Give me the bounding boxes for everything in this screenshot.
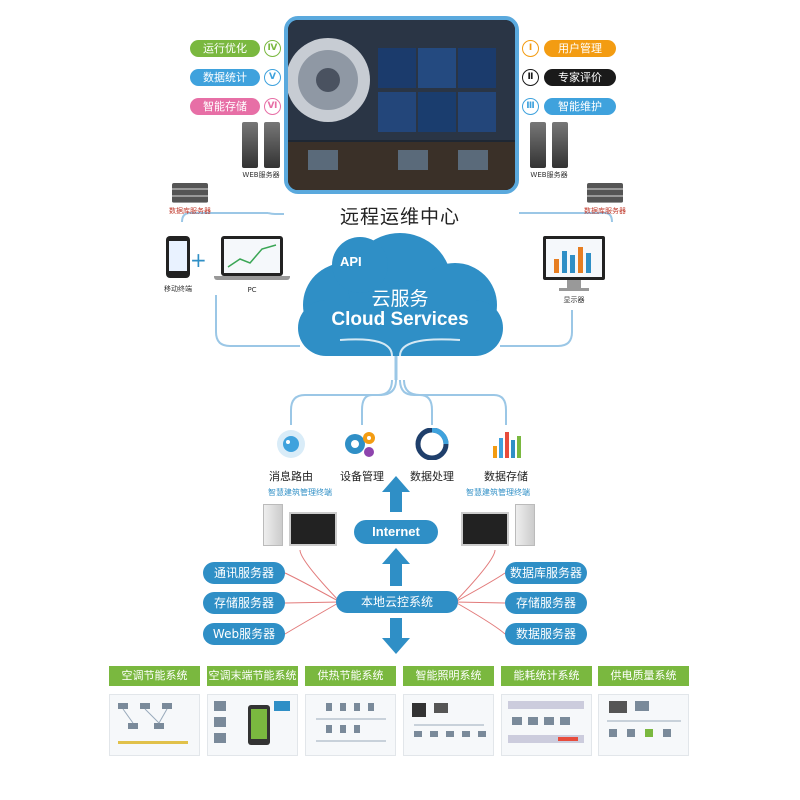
terminal-label: 智慧建筑管理终端 — [268, 488, 332, 497]
plus-sign: + — [190, 248, 207, 272]
feature-label: 专家评价 — [544, 69, 616, 86]
left-management-terminal: 智慧建筑管理终端 — [250, 487, 350, 546]
system-diagram-image — [598, 694, 689, 756]
feature-number: Ⅲ — [522, 98, 539, 115]
feature-number: Ⅴ — [264, 69, 281, 86]
feature-label: 用户管理 — [544, 40, 616, 57]
data-process-icon — [415, 427, 449, 461]
feature-item: 运行优化 Ⅳ — [190, 40, 282, 60]
system-diagram-image — [403, 694, 494, 756]
system-title: 供热节能系统 — [305, 666, 396, 686]
monitoring-center-photo — [284, 16, 519, 194]
cloud-title-en: Cloud Services — [331, 309, 469, 330]
mobile-terminal: 移动终端 — [158, 236, 198, 294]
phone-icon — [166, 236, 190, 278]
system-diagram-image — [207, 694, 298, 756]
display-label: 显示器 — [563, 296, 585, 304]
local-cloud-control-system: 本地云控系统 — [336, 591, 458, 613]
system-heating-energy: 供热节能系统 — [305, 666, 396, 756]
rack-server-icon — [587, 183, 623, 203]
rack-server-icon — [172, 183, 208, 203]
pc-terminal: PC — [214, 236, 290, 294]
server-tower-icon — [242, 122, 258, 168]
left-db-server: 数据库服务器 — [160, 183, 220, 216]
function-device-management: 设备管理 — [327, 428, 397, 484]
left-feature-list: 运行优化 Ⅳ 数据统计 Ⅴ 智能存储 Ⅵ — [190, 40, 282, 118]
feature-label: 数据统计 — [190, 69, 260, 86]
function-label: 消息路由 — [269, 470, 313, 483]
feature-label: 运行优化 — [190, 40, 260, 57]
api-label: API — [340, 254, 362, 269]
pc-tower-icon — [515, 504, 535, 546]
feature-item: 智能存储 Ⅵ — [190, 98, 282, 118]
pc-monitor-icon — [289, 512, 337, 546]
system-hvac-energy: 空调节能系统 — [109, 666, 200, 756]
system-title: 空调节能系统 — [109, 666, 200, 686]
system-diagram-image — [501, 694, 592, 756]
feature-number: Ⅱ — [522, 69, 539, 86]
left-server-1: 通讯服务器 — [203, 562, 285, 584]
feature-label: 智能存储 — [190, 98, 260, 115]
system-diagram-image — [305, 694, 396, 756]
right-server-3: 数据服务器 — [505, 623, 587, 645]
right-web-server: WEB服务器 — [524, 122, 574, 180]
function-data-storage: 数据存储 — [471, 428, 541, 484]
system-diagram-image — [109, 694, 200, 756]
function-label: 设备管理 — [340, 470, 384, 483]
left-web-server: WEB服务器 — [236, 122, 286, 180]
system-title: 空调末端节能系统 — [207, 666, 298, 686]
display-terminal: 显示器 — [541, 236, 607, 305]
pc-tower-icon — [263, 504, 283, 546]
terminal-label: 智慧建筑管理终端 — [466, 488, 530, 497]
system-title: 智能照明系统 — [403, 666, 494, 686]
feature-number: Ⅰ — [522, 40, 539, 57]
pc-monitor-icon — [461, 512, 509, 546]
cloud-shape — [298, 233, 503, 356]
right-management-terminal: 智慧建筑管理终端 — [448, 487, 548, 546]
web-server-label: WEB服务器 — [242, 171, 280, 179]
server-tower-icon — [264, 122, 280, 168]
server-tower-icon — [552, 122, 568, 168]
server-tower-icon — [530, 122, 546, 168]
db-server-label: 数据库服务器 — [584, 207, 626, 215]
feature-number: Ⅳ — [264, 40, 281, 57]
right-db-server: 数据库服务器 — [575, 183, 635, 216]
internet-box: Internet — [354, 520, 438, 544]
left-server-3: Web服务器 — [203, 623, 285, 645]
function-data-processing: 数据处理 — [397, 427, 467, 484]
message-route-icon — [277, 430, 305, 458]
db-server-label: 数据库服务器 — [169, 207, 211, 215]
system-hvac-terminal-energy: 空调末端节能系统 — [207, 666, 298, 756]
web-server-label: WEB服务器 — [530, 171, 568, 179]
feature-item: Ⅲ 智能维护 — [522, 98, 618, 118]
function-message-route: 消息路由 — [256, 428, 326, 484]
monitor-icon — [543, 236, 605, 280]
feature-item: 数据统计 Ⅴ — [190, 69, 282, 89]
system-title: 供电质量系统 — [598, 666, 689, 686]
cloud-title-zh: 云服务 — [371, 288, 429, 310]
feature-item: Ⅰ 用户管理 — [522, 40, 618, 60]
center-title: 远程运维中心 — [339, 206, 460, 228]
gear-icon — [345, 432, 375, 457]
function-label: 数据存储 — [484, 470, 528, 483]
mobile-terminal-label: 移动终端 — [164, 285, 192, 293]
system-smart-lighting: 智能照明系统 — [403, 666, 494, 756]
laptop-icon — [221, 236, 283, 276]
system-power-quality: 供电质量系统 — [598, 666, 689, 756]
system-title: 能耗统计系统 — [501, 666, 592, 686]
right-server-2: 存储服务器 — [505, 592, 587, 614]
right-feature-list: Ⅰ 用户管理 Ⅱ 专家评价 Ⅲ 智能维护 — [522, 40, 618, 118]
feature-item: Ⅱ 专家评价 — [522, 69, 618, 89]
left-server-2: 存储服务器 — [203, 592, 285, 614]
system-energy-statistics: 能耗统计系统 — [501, 666, 592, 756]
feature-number: Ⅵ — [264, 98, 281, 115]
function-label: 数据处理 — [410, 470, 454, 483]
bar-chart-icon — [493, 432, 521, 458]
feature-label: 智能维护 — [544, 98, 616, 115]
pc-label: PC — [247, 286, 257, 294]
right-server-1: 数据库服务器 — [505, 562, 587, 584]
